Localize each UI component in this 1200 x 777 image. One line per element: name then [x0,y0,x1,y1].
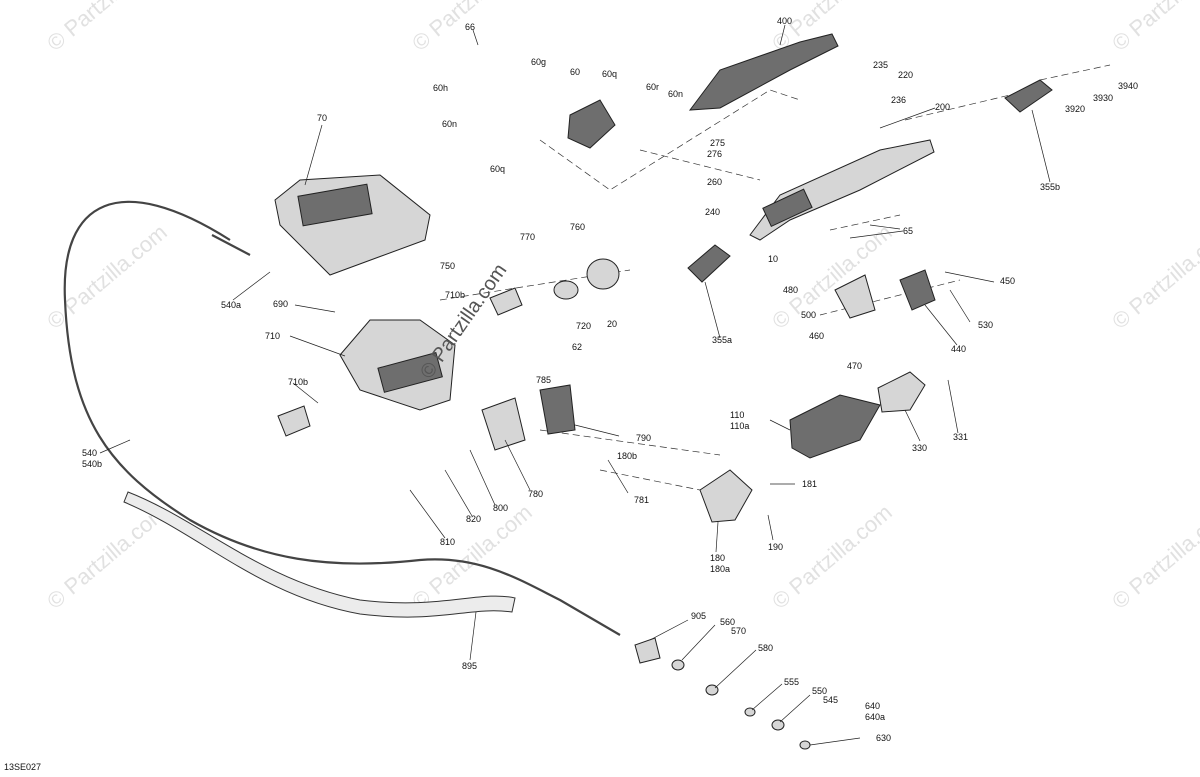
callout-label: 181 [802,479,817,489]
callout-label: 190 [768,542,783,552]
callout-label: 400 [777,16,792,26]
callout-label: 275 [710,138,725,148]
callout-label: 820 [466,514,481,524]
callout-label: 760 [570,222,585,232]
callout-label: 276 [707,149,722,159]
callout-label: 65 [903,226,913,236]
callout-label: 60 [570,67,580,77]
callout-label: 220 [898,70,913,80]
callout-label: 460 [809,331,824,341]
callout-label: 690 [273,299,288,309]
callout-label: 640 [865,701,880,711]
callout-label: 895 [462,661,477,671]
callout-label: 555 [784,677,799,687]
watermark: © Partzilla.com [767,499,897,613]
callout-label: 710b [288,377,308,387]
callout-label: 60g [531,57,546,67]
callout-label: 710 [265,331,280,341]
callout-label: 240 [705,207,720,217]
callout-label: 3920 [1065,104,1085,114]
callout-label: 905 [691,611,706,621]
callout-label: 60h [433,83,448,93]
callout-label: 540a [221,300,241,310]
callout-label: 750 [440,261,455,271]
callout-label: 60q [490,164,505,174]
callout-label: 781 [634,495,649,505]
callout-label: 355a [712,335,732,345]
callout-labels: 66 400 60g 60 60q 60h 60r 60n 60n 60q 23… [82,16,1138,743]
callout-label: 550 [812,686,827,696]
throttle-cable [63,200,621,636]
callout-label: 480 [783,285,798,295]
callout-label: 800 [493,503,508,513]
callout-label: 630 [876,733,891,743]
diagram-code: 13SE027 [4,762,41,772]
callout-label: 540 [82,448,97,458]
callout-label: 560 [720,617,735,627]
callout-label: 790 [636,433,651,443]
callout-label: 580 [758,643,773,653]
callout-label: 331 [953,432,968,442]
callout-label: 66 [465,22,475,32]
callout-label: 3940 [1118,81,1138,91]
callout-label: 70 [317,113,327,123]
callout-label: 235 [873,60,888,70]
center-watermark: © Partzilla.com [416,260,511,383]
callout-label: 200 [935,102,950,112]
callout-label: 3930 [1093,93,1113,103]
callout-label: 110a [730,421,749,431]
callout-label: 180 [710,553,725,563]
callout-label: 60r [646,82,659,92]
callout-label: 450 [1000,276,1015,286]
callout-label: 545 [823,695,838,705]
callout-label: 570 [731,626,746,636]
callout-label: 62 [572,342,582,352]
callout-label: 180b [617,451,637,461]
callout-label: 260 [707,177,722,187]
callout-label: 355b [1040,182,1060,192]
watermark: © Partzilla.com [1107,499,1200,613]
callout-label: 710b [445,290,465,300]
callout-label: 640a [865,712,885,722]
callout-label: 440 [951,344,966,354]
hose [123,491,516,618]
callout-label: 60q [602,69,617,79]
watermark: © Partzilla.com [42,499,172,613]
callout-label: 540b [82,459,102,469]
callout-label: 530 [978,320,993,330]
parts-layer [274,33,1053,750]
leader-lines [99,24,1051,746]
watermark: © Partzilla.com [767,219,897,333]
callout-label: 500 [801,310,816,320]
callout-label: 180a [710,564,730,574]
callout-label: 236 [891,95,906,105]
callout-label: 780 [528,489,543,499]
watermark: © Partzilla.com [42,219,172,333]
callout-label: 470 [847,361,862,371]
watermark: © Partzilla.com [42,0,172,56]
callout-label: 785 [536,375,551,385]
callout-label: 60n [668,89,683,99]
callout-label: 330 [912,443,927,453]
callout-label: 20 [607,319,617,329]
callout-label: 810 [440,537,455,547]
watermark: © Partzilla.com [1107,219,1200,333]
callout-label: 10 [768,254,778,264]
callout-label: 720 [576,321,591,331]
watermark: © Partzilla.com [1107,0,1200,56]
callout-label: 60n [442,119,457,129]
callout-label: 110 [730,410,744,420]
callout-label: 770 [520,232,535,242]
